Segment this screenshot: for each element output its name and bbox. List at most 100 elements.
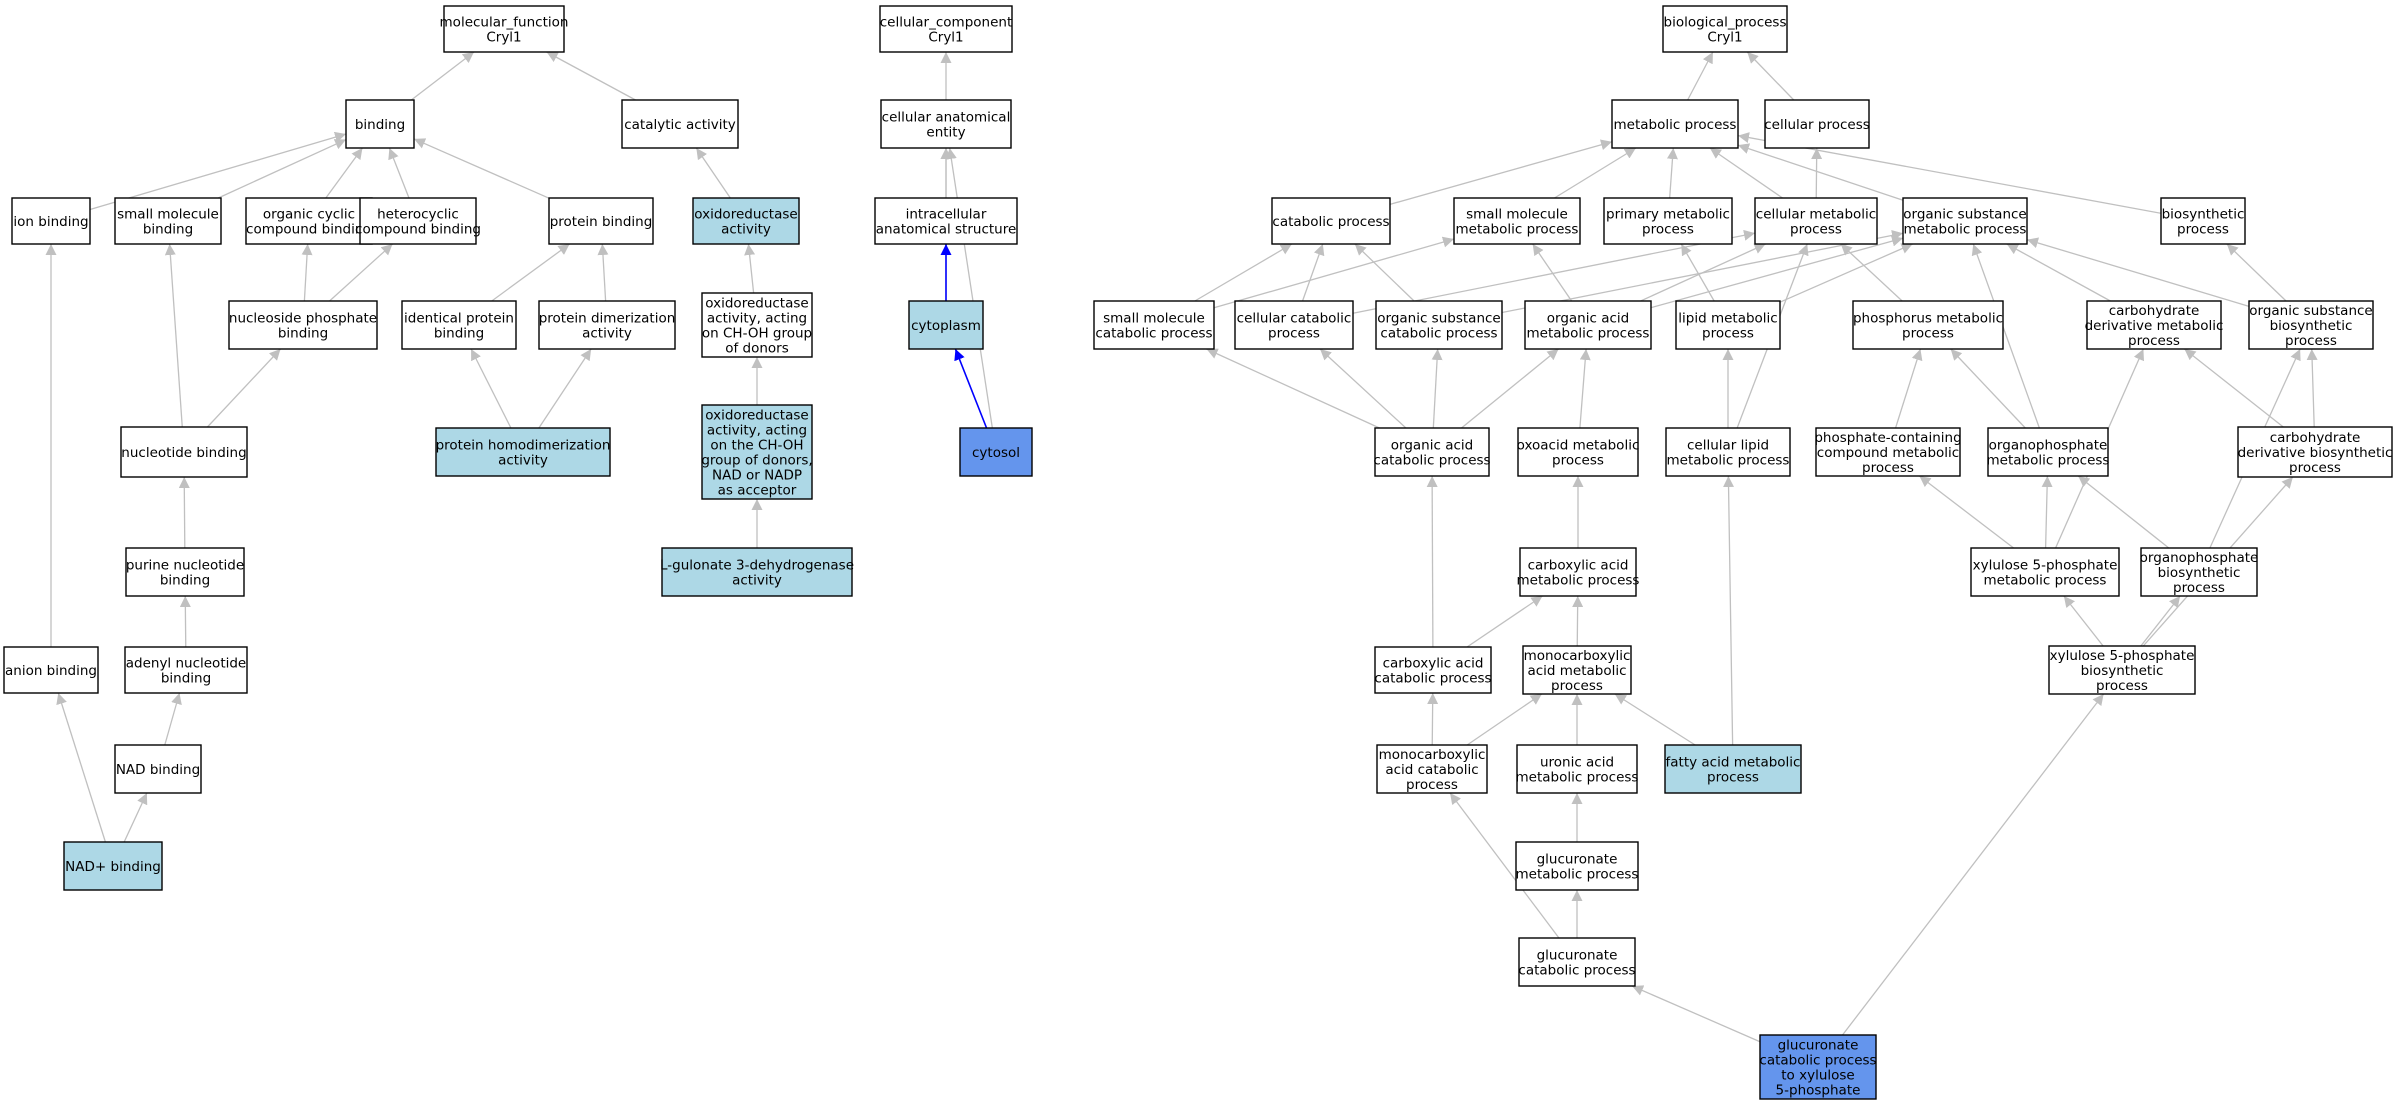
node-box[interactable] [1665, 427, 1791, 477]
node-box[interactable] [701, 292, 813, 358]
node-box[interactable] [1234, 300, 1354, 350]
node-box[interactable] [1515, 841, 1639, 891]
node-box[interactable] [661, 547, 853, 597]
node-anion-binding[interactable]: anion binding [3, 646, 99, 694]
node-box[interactable] [1518, 937, 1636, 987]
node-box[interactable] [874, 197, 1018, 245]
node-box[interactable] [692, 197, 800, 245]
node-box[interactable] [114, 197, 222, 245]
node-box[interactable] [245, 197, 373, 245]
node-box[interactable] [1375, 300, 1503, 350]
node-box[interactable] [125, 547, 245, 597]
node-nucleotide-binding[interactable]: nucleotide binding [120, 426, 248, 478]
node-box[interactable] [1815, 427, 1961, 477]
node-box[interactable] [1524, 300, 1652, 350]
node-box[interactable] [538, 300, 676, 350]
node-box[interactable] [1093, 300, 1215, 350]
node-box[interactable] [1271, 197, 1391, 245]
node-box[interactable] [345, 99, 415, 149]
node-box[interactable] [2140, 547, 2258, 597]
node-box[interactable] [1519, 547, 1637, 597]
node-box[interactable] [1603, 197, 1733, 245]
node-box[interactable] [3, 646, 99, 694]
node-binding[interactable]: binding [345, 99, 415, 149]
node-box[interactable] [2086, 300, 2222, 350]
node-box[interactable] [548, 197, 654, 245]
node-box[interactable] [621, 99, 739, 149]
node-box[interactable] [701, 404, 813, 500]
node-box[interactable] [879, 5, 1013, 53]
node-box[interactable] [1754, 197, 1878, 245]
node-box[interactable] [124, 646, 248, 694]
node-box[interactable] [1759, 1034, 1877, 1100]
node-protein-binding[interactable]: protein binding [548, 197, 654, 245]
node-box[interactable] [114, 744, 202, 794]
node-ion-binding[interactable]: ion binding [11, 197, 91, 245]
node-box[interactable] [2248, 300, 2374, 350]
node-cytoplasm[interactable]: cytoplasm [908, 300, 984, 350]
node-box[interactable] [1970, 547, 2120, 597]
node-box[interactable] [120, 426, 248, 478]
node-box[interactable] [443, 5, 565, 53]
node-box[interactable] [228, 300, 378, 350]
node-box[interactable] [1522, 645, 1632, 695]
node-box[interactable] [1374, 646, 1492, 694]
node-nadplus-binding[interactable]: NAD+ binding [63, 841, 163, 891]
node-box[interactable] [1374, 427, 1490, 477]
node-catalytic[interactable]: catalytic activity [621, 99, 739, 149]
node-box[interactable] [1902, 197, 2028, 245]
node-box[interactable] [1376, 744, 1488, 794]
node-metabolic[interactable]: metabolic process [1611, 99, 1739, 149]
node-box[interactable] [1611, 99, 1739, 149]
node-box[interactable] [1675, 300, 1781, 350]
node-box[interactable] [1517, 427, 1639, 477]
node-box[interactable] [11, 197, 91, 245]
node-box[interactable] [63, 841, 163, 891]
node-cellular-proc[interactable]: cellular process [1764, 99, 1870, 149]
node-box[interactable] [880, 99, 1012, 149]
node-box[interactable] [2160, 197, 2246, 245]
node-nad-binding[interactable]: NAD binding [114, 744, 202, 794]
node-box[interactable] [2048, 645, 2196, 695]
